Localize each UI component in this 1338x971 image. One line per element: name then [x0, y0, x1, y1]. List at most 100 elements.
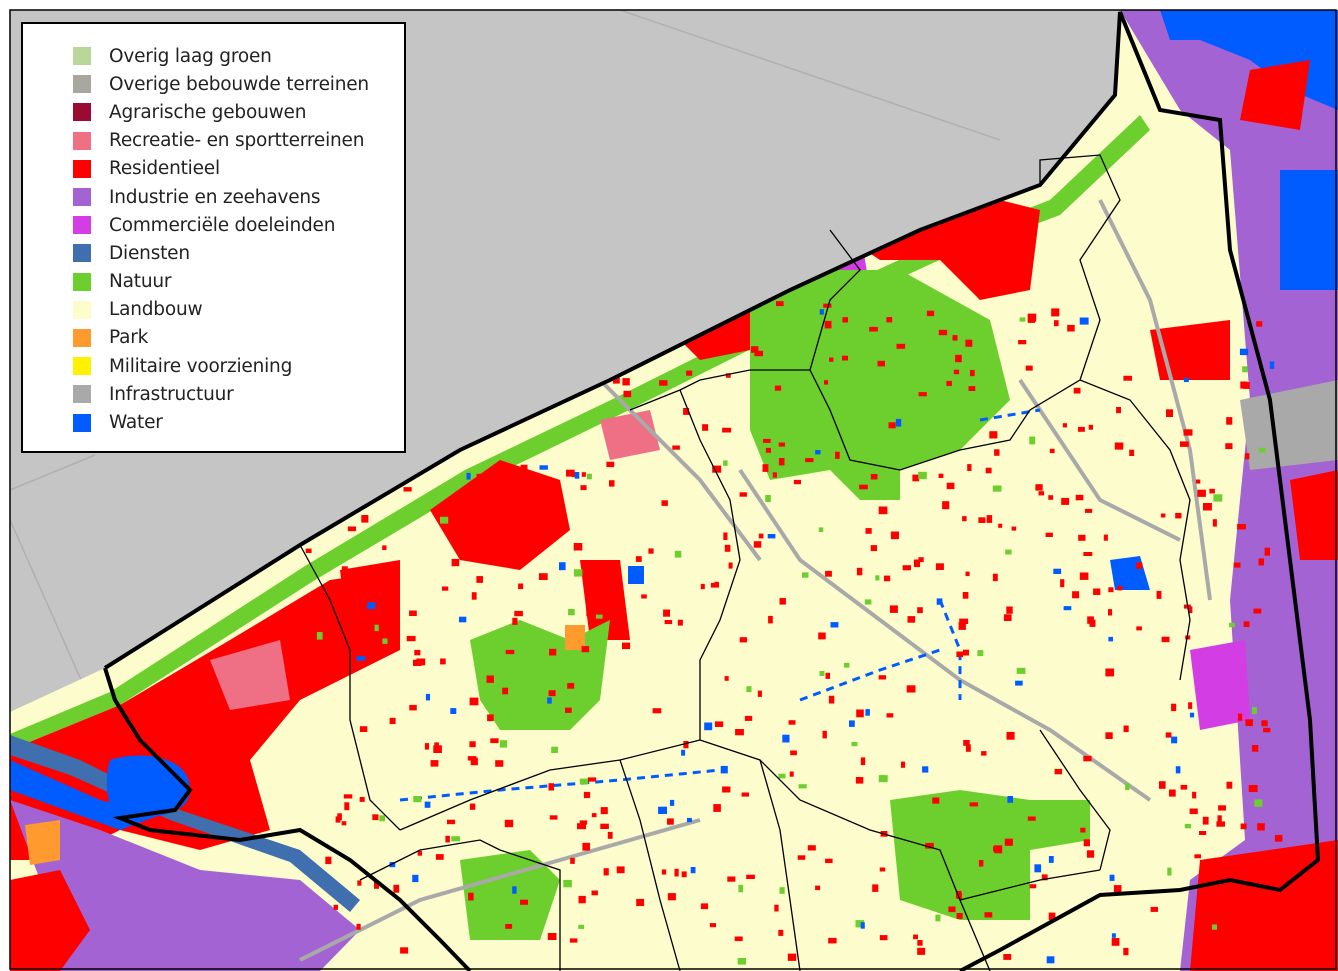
residentieel-dot — [869, 326, 878, 332]
residentieel-dot — [1264, 547, 1270, 556]
residentieel-dot — [835, 451, 840, 459]
residentieel-dot — [932, 797, 940, 804]
residentieel-dot — [1083, 755, 1092, 762]
residentieel-dot — [641, 594, 647, 599]
residentieel-dot — [372, 814, 379, 821]
water-dash-lines — [399, 408, 1041, 802]
legend-item: Overige bebouwde terreinen — [73, 70, 404, 98]
residentieel-dot — [1123, 947, 1129, 956]
residentieel-dot — [490, 738, 499, 744]
residentieel-dot — [981, 751, 987, 756]
residentieel-dot — [789, 771, 794, 777]
residentieel-dot — [790, 750, 797, 756]
legend-label: Infrastructuur — [109, 383, 234, 405]
residentieel-dot — [414, 649, 421, 656]
residentieel-dot — [765, 447, 771, 453]
residentieel-dot — [539, 573, 548, 580]
east-residentieel-1 — [1240, 60, 1310, 130]
water-dot — [830, 622, 839, 628]
residentieel-dot — [661, 869, 667, 875]
residentieel-dot — [502, 687, 509, 695]
residentieel-dot — [1216, 821, 1225, 827]
residentieel-dot — [725, 373, 731, 378]
natuur-dot — [1005, 549, 1012, 555]
water-dot — [425, 693, 430, 701]
water-dot — [1189, 712, 1195, 718]
residentieel-dot — [912, 474, 920, 482]
residentieel-dot — [722, 786, 731, 793]
residentieel-dot — [1083, 552, 1093, 556]
residentieel-dot — [1199, 831, 1207, 835]
residentieel-dot — [967, 464, 972, 471]
natuur-dot — [1184, 823, 1191, 829]
residentieel-dot — [514, 610, 523, 617]
residentieel-dot — [886, 713, 894, 718]
residentieel-dot — [918, 392, 927, 397]
residentieel-dot — [1207, 351, 1215, 360]
legend-item: Agrarische gebouwen — [73, 98, 404, 126]
residentieel-dot — [440, 658, 446, 665]
natuur-dot — [843, 662, 850, 668]
residentieel-dot — [1006, 731, 1015, 740]
residentieel-dot — [757, 690, 762, 697]
natuur-dot — [1213, 494, 1223, 502]
residentieel-dot — [825, 672, 830, 679]
natuur-dot — [779, 887, 785, 894]
residentieel-dot — [609, 480, 615, 487]
natuur-dot — [595, 614, 603, 619]
residentieel-dot — [1160, 513, 1166, 518]
residentieel-dot — [622, 642, 631, 650]
residentieel-dot — [1004, 838, 1013, 846]
legend-label: Industrie en zeehavens — [109, 186, 321, 208]
residentieel-dot — [828, 937, 837, 944]
residentieel-dot — [1220, 364, 1227, 371]
residentieel-dot — [918, 557, 924, 563]
residentieel-dot — [1256, 321, 1263, 327]
residentieel-dot — [913, 934, 918, 940]
residentieel-dot — [942, 501, 950, 510]
residentieel-dot — [728, 562, 733, 569]
legend-swatch — [73, 47, 91, 66]
residentieel-dot — [739, 637, 747, 643]
residentieel-dot — [333, 904, 338, 910]
residentieel-dot — [778, 458, 785, 466]
residentieel-dot — [788, 720, 796, 725]
residentieel-dot — [1078, 426, 1085, 432]
residentieel-dot — [1135, 562, 1143, 569]
residentieel-dot — [917, 947, 926, 955]
residentieel-dot — [1169, 789, 1176, 797]
residentieel-dot — [870, 474, 878, 480]
residentieel-dot — [681, 871, 687, 878]
residentieel-dot — [1171, 703, 1177, 712]
residentieel-dot — [1045, 532, 1053, 537]
natuur-dot — [778, 773, 786, 779]
water-dot — [1109, 874, 1115, 881]
legend-swatch — [73, 328, 91, 347]
water-dot — [466, 472, 471, 480]
scattered-water — [356, 309, 1275, 964]
residentieel-dot — [549, 815, 558, 820]
natuur-dot — [962, 821, 970, 826]
residentieel-dot — [492, 530, 501, 536]
residentieel-dot — [451, 558, 460, 567]
residentieel-dot — [652, 708, 662, 714]
residentieel-dot — [965, 571, 970, 577]
natuur-dot — [977, 650, 984, 657]
residentieel-dot — [474, 486, 480, 494]
residentieel-dot — [548, 690, 556, 697]
residentieel-dot — [1188, 702, 1193, 709]
residentieel-dot — [878, 675, 886, 680]
residentieel-dot — [1226, 781, 1233, 789]
natuur-area-southwest — [460, 850, 560, 940]
residentieel-dot — [700, 583, 705, 590]
residentieel-dot — [727, 876, 736, 882]
region-boundary — [103, 11, 1321, 971]
natuur-dot — [802, 572, 809, 578]
natuur-dot — [864, 599, 872, 605]
residentieel-dot — [393, 884, 400, 893]
residentieel-dot — [1240, 823, 1247, 830]
legend-label: Landbouw — [109, 299, 203, 321]
residentieel-dot — [600, 807, 608, 815]
residentieel-dot — [1226, 417, 1233, 425]
